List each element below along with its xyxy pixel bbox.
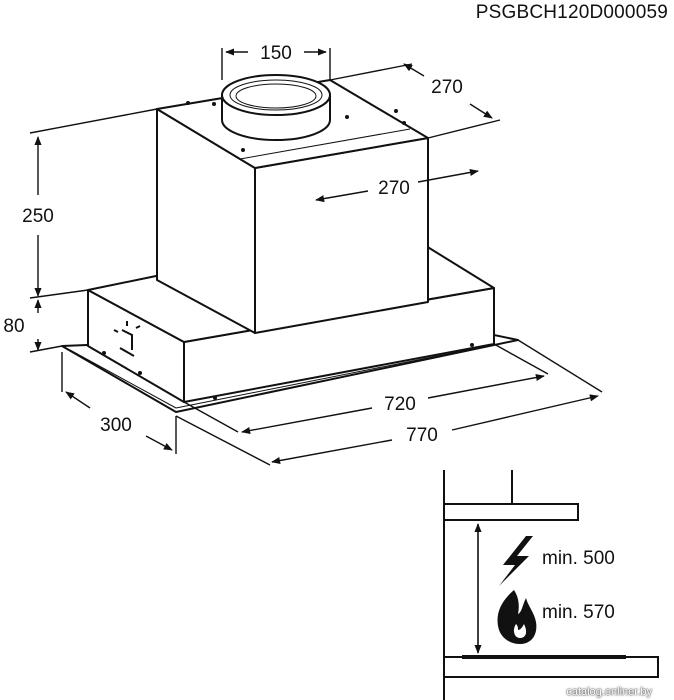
dimension-lines: [29, 48, 603, 466]
dim-body-height: 250: [22, 206, 54, 227]
duct-collar: [221, 74, 331, 141]
upper-box-front-face: [254, 137, 429, 334]
clearance-electric: min. 500: [542, 548, 615, 569]
dim-outer-width: 770: [406, 425, 438, 446]
dim-frame-height: 80: [3, 316, 24, 337]
clearance-gas: min. 570: [542, 602, 615, 623]
dim-top-depth: 270: [431, 77, 463, 98]
lightning-icon: [499, 536, 533, 586]
dim-top-width: 270: [378, 178, 410, 199]
dim-depth: 300: [100, 415, 132, 436]
mounting-screws: [102, 101, 474, 400]
control-symbol-icon: [113, 321, 141, 357]
clearance-diagram: [443, 470, 659, 700]
clearance-hob: [443, 656, 659, 678]
clearance-hood-plate: [443, 503, 579, 521]
dim-inner-width: 720: [384, 394, 416, 415]
dim-duct-diameter: 150: [260, 43, 292, 64]
watermark: catalog.onliner.by: [566, 686, 652, 698]
flame-icon: [497, 590, 537, 644]
product-code: PSGBCH120D000059: [475, 2, 668, 23]
